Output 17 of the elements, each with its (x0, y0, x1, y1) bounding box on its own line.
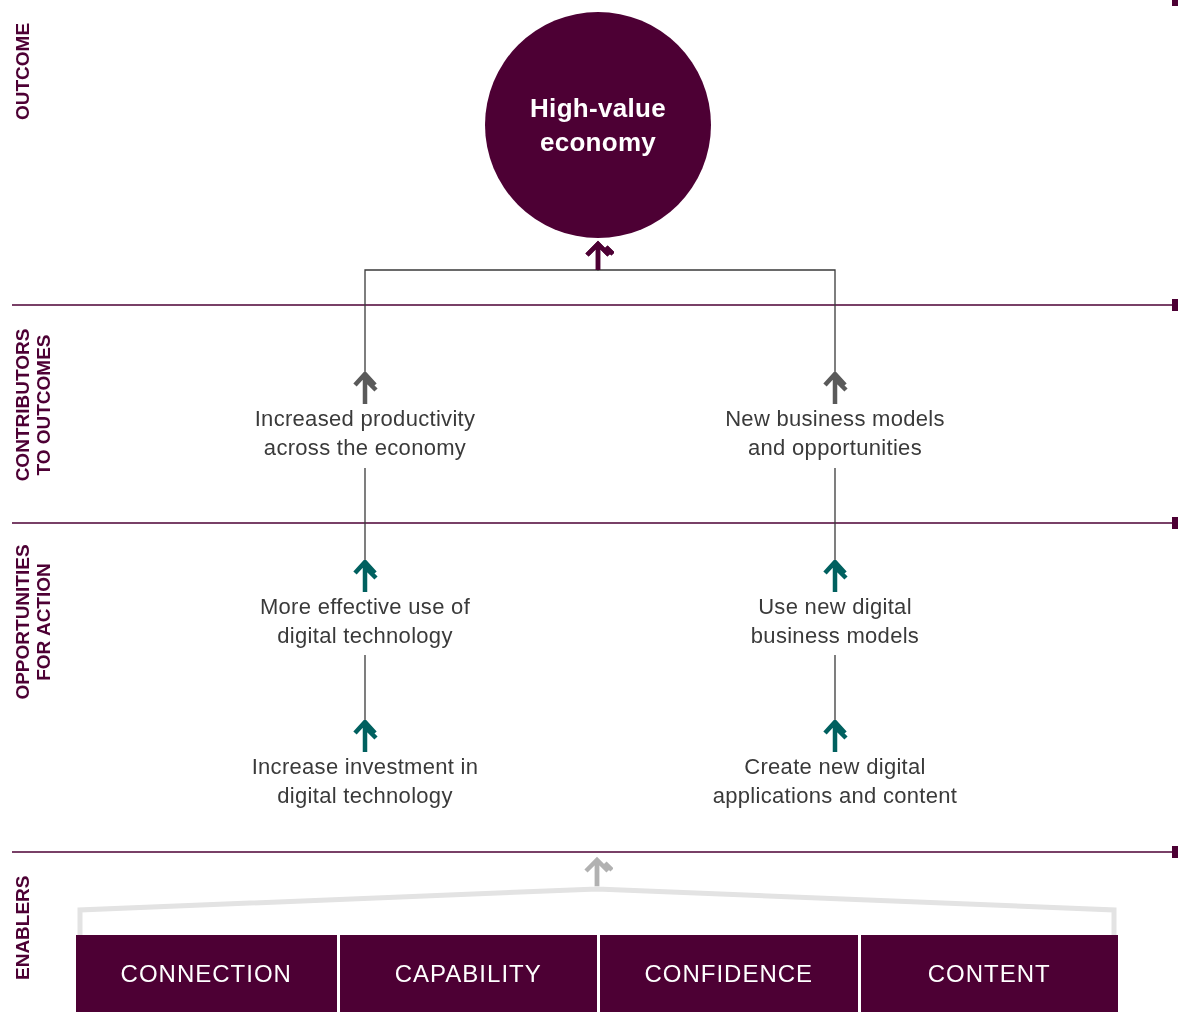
node-label: High-value economy (529, 92, 667, 159)
node-label: Increased productivity across the economy (253, 405, 477, 462)
section-label: ENABLERS (12, 875, 33, 980)
arrow (77, 857, 1117, 938)
node-label: More effective use of digital technology (258, 593, 472, 650)
node-label: CONNECTION (120, 959, 292, 988)
node-label: CONTENT (927, 959, 1051, 988)
node-label: Increase investment in digital technology (250, 753, 480, 810)
node-label: CAPABILITY (394, 959, 542, 988)
section-label: CONTRIBUTORS TO OUTCOMES (12, 327, 54, 484)
node-label: Create new digital applications and content (711, 753, 959, 810)
node-label: CONFIDENCE (644, 959, 814, 988)
section-label: OUTCOME (12, 22, 33, 120)
node-label: New business models and opportunities (724, 405, 946, 462)
enabler-bar (76, 935, 1118, 1012)
section-label: OPPORTUNITIES FOR ACTION (12, 543, 54, 702)
node-label: Use new digital business models (749, 593, 921, 650)
